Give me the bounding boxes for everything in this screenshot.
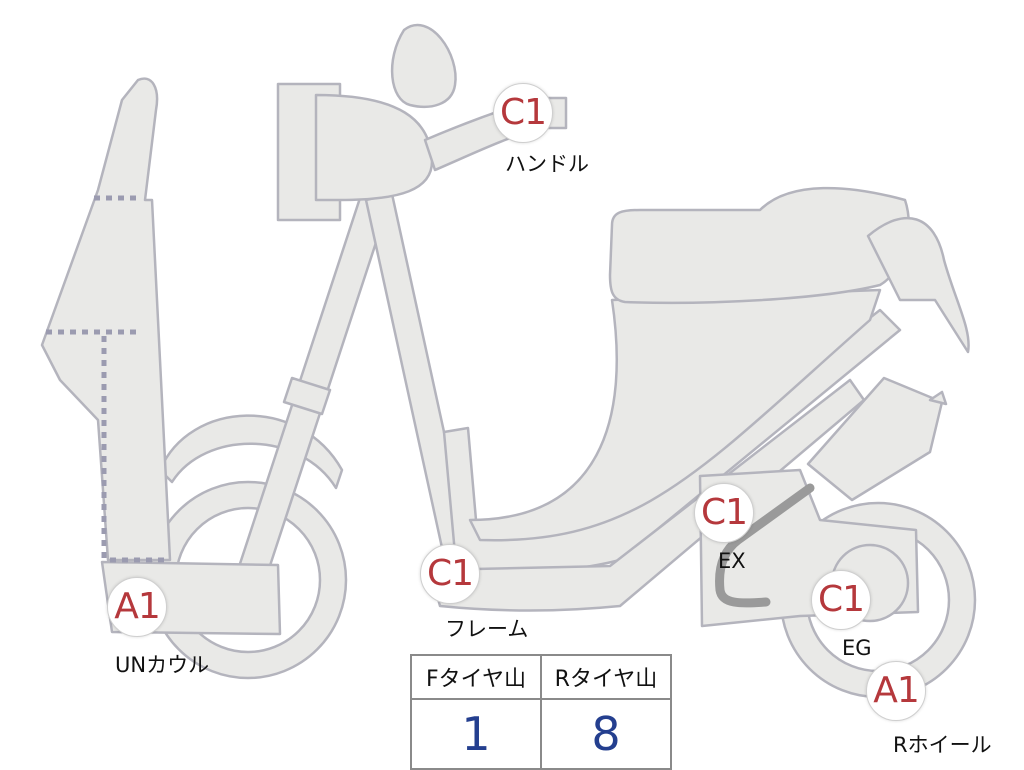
front-cowl (40, 77, 172, 562)
frame-label: フレーム (445, 617, 529, 641)
front-tire-header: Fタイヤ山 (410, 654, 542, 700)
frame-grade-badge: C1 (420, 544, 480, 604)
rear-tire-value: 8 (540, 698, 672, 770)
under-cowl-grade-badge: A1 (107, 577, 167, 637)
tire-tread-table: Fタイヤ山 Rタイヤ山 1 8 (410, 654, 672, 770)
rear-wheel-grade-badge: A1 (866, 661, 926, 721)
exhaust-label: EX (718, 549, 746, 573)
section-lines (46, 195, 168, 563)
handle-grade-badge: C1 (493, 83, 553, 143)
engine-label: EG (842, 636, 872, 660)
exhaust-grade-badge: C1 (694, 483, 754, 543)
rear-cowl (866, 216, 970, 354)
engine-grade-badge: C1 (811, 570, 871, 630)
rear-tire-header: Rタイヤ山 (540, 654, 672, 700)
exhaust-pipe (715, 483, 815, 608)
front-tire-value: 1 (410, 698, 542, 770)
body-panel (468, 288, 882, 542)
rear-wheel-label: Rホイール (893, 733, 992, 757)
seat (608, 186, 911, 305)
handle-label: ハンドル (505, 152, 589, 176)
under-cowl-label: UNカウル (115, 653, 210, 677)
